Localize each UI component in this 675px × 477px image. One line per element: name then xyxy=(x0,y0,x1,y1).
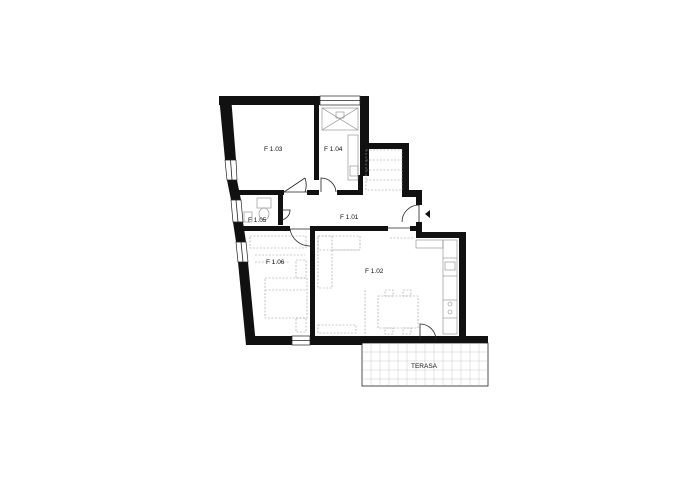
terrace xyxy=(361,342,489,387)
bathroom-fixtures xyxy=(243,107,359,223)
room-label-f105: F 1.05 xyxy=(248,217,267,224)
interior-walls xyxy=(236,105,418,336)
room-labels: F 1.03 F 1.04 F 1.01 F 1.05 F 1.06 F 1.0… xyxy=(248,146,438,370)
room-label-f103: F 1.03 xyxy=(264,146,283,153)
bedroom-furniture xyxy=(249,235,308,333)
doors xyxy=(280,177,437,341)
room-label-f106: F 1.06 xyxy=(266,259,285,266)
windows xyxy=(224,95,361,346)
living-furniture xyxy=(317,235,458,335)
stair-block xyxy=(365,149,403,191)
room-label-f104: F 1.04 xyxy=(324,146,343,153)
room-label-f101: F 1.01 xyxy=(340,214,359,221)
room-label-terasa: TERASA xyxy=(411,363,438,370)
room-label-f102: F 1.02 xyxy=(365,268,384,275)
